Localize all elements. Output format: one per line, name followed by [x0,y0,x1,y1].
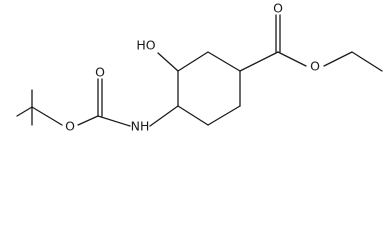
atom-label-carbamate-ether-oxygen: O [65,119,75,134]
bond-o-to-carbamate-c [77,115,99,126]
bond-ring-to-ester-c [239,51,279,72]
bond-ring-to-hydroxyl [157,52,179,72]
atom-label-ester-ether-oxygen: O [310,59,320,74]
atom-labels: HO O O O O NH [65,1,320,134]
bond-ethyl-ch2-to-ch3 [351,51,383,72]
bond-tbu-ethoxy [46,115,63,126]
bond-n-to-ring [149,105,179,127]
ring-bond-3 [207,51,241,72]
atom-label-hydroxyl: HO [136,38,155,53]
atom-label-carbamate-carbonyl-oxygen: O [95,65,105,80]
ring-bond-5 [207,105,241,126]
bond-ester-o-to-ch2 [323,51,353,67]
bond-carbamate-c-to-n [97,115,131,127]
ring-bond-2 [177,51,209,72]
ring-bond-6 [177,105,209,126]
atom-label-amine: NH [131,119,150,134]
atom-label-ester-carbonyl-oxygen: O [273,1,283,16]
bond-tbu-methyl-left [16,106,33,117]
bond-ester-c-to-o [277,51,307,67]
bond-lines [16,14,383,127]
bond-tbu-c-to-o [31,106,48,117]
chemical-structure: HO O O O O NH [16,1,383,134]
